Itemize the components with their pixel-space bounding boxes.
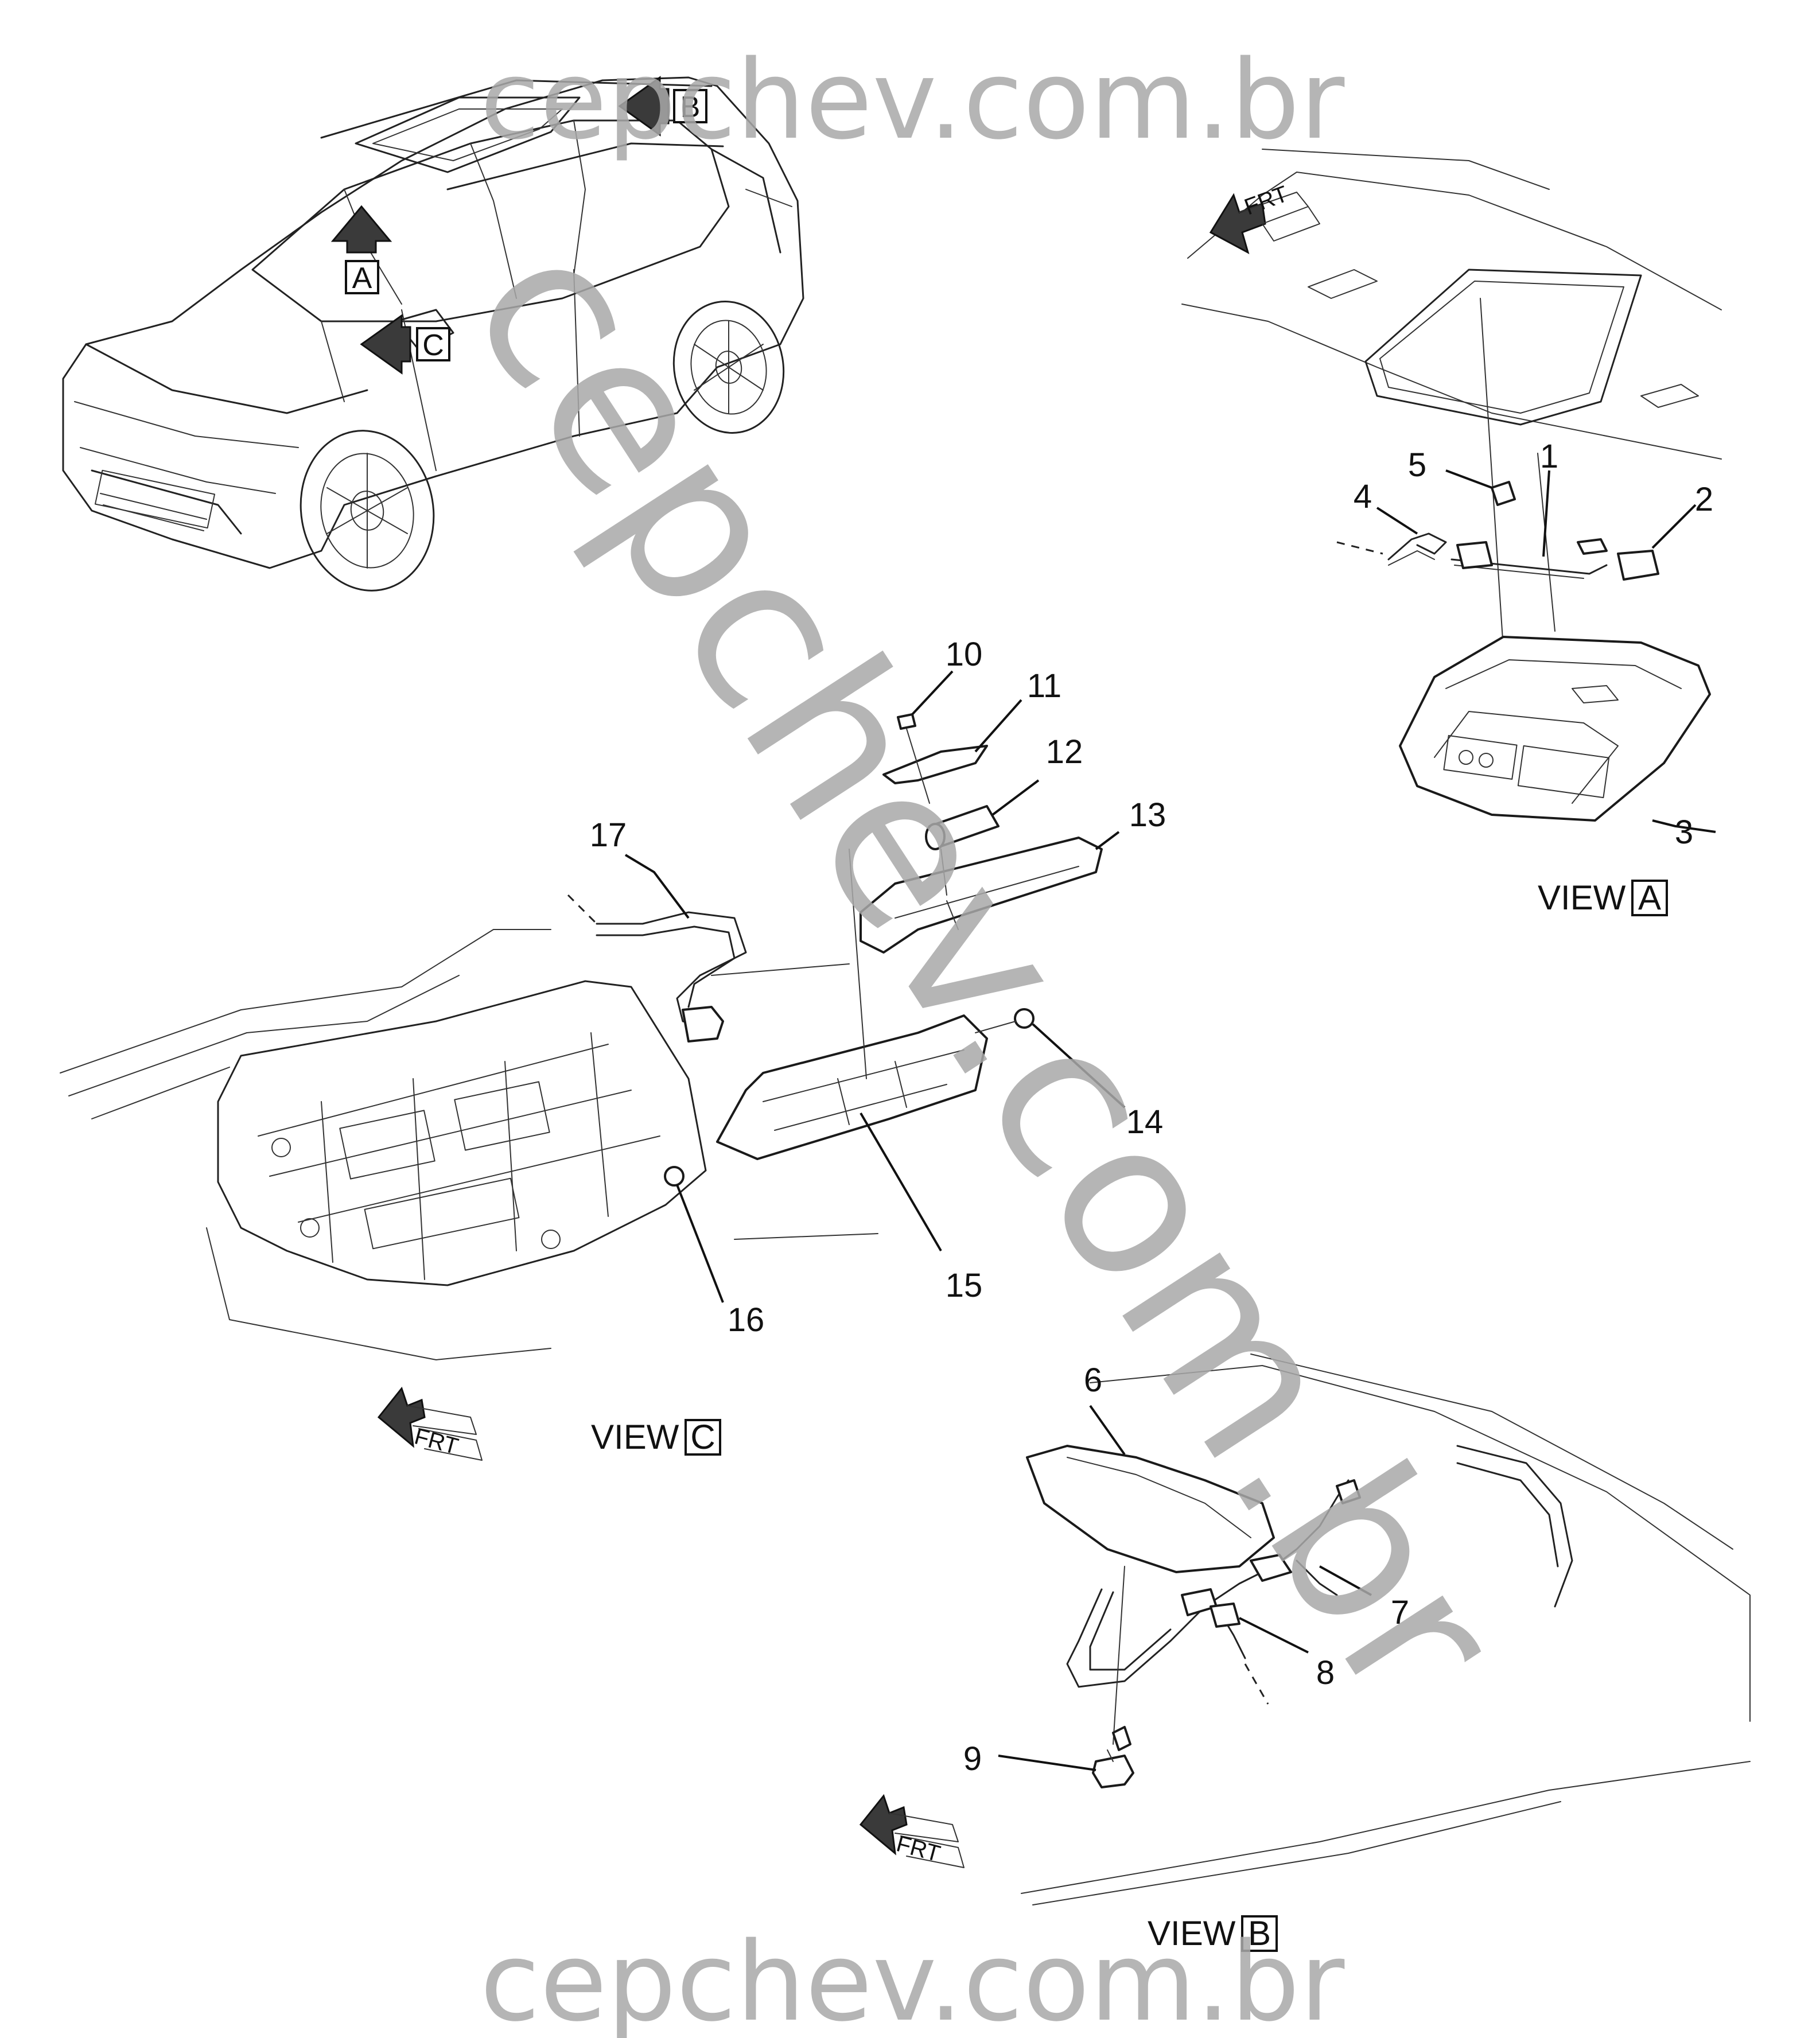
callout-17: 17 — [590, 816, 627, 854]
frt-label-view-c: FRT — [412, 1424, 461, 1459]
callout-8: 8 — [1316, 1654, 1335, 1691]
front-wheel — [300, 430, 435, 592]
callout-13: 13 — [1129, 796, 1166, 834]
watermark-diagonal: cepchev.com.br — [423, 197, 1548, 1745]
callout-9: 9 — [963, 1740, 982, 1778]
view-c-label: VIEW C — [591, 1418, 721, 1456]
callout-10: 10 — [946, 636, 983, 673]
rear-wheel — [672, 301, 785, 434]
callout-16: 16 — [728, 1301, 765, 1339]
watermark-bottom: cepchev.com.br — [480, 1919, 1345, 2038]
view-c-marker-letter: C — [422, 329, 444, 362]
view-c-arrow: C — [360, 314, 450, 375]
callout-1: 1 — [1540, 438, 1558, 475]
callout-6: 6 — [1084, 1362, 1102, 1399]
view-a-word: VIEW — [1538, 878, 1626, 917]
view-b-letter: B — [1248, 1914, 1271, 1953]
view-a-letter: A — [1638, 878, 1661, 917]
frt-label-view-b: FRT — [894, 1831, 943, 1866]
frt-arrow-view-c: FRT — [377, 1386, 483, 1461]
callout-5: 5 — [1408, 446, 1426, 484]
callouts: 1 2 3 4 5 6 7 8 9 10 11 12 13 14 15 16 1… — [590, 438, 1713, 1778]
view-a-panel: FRT — [1181, 149, 1722, 833]
view-b-arrow: B — [618, 76, 707, 137]
view-a-marker-letter: A — [352, 262, 372, 295]
view-b-word: VIEW — [1148, 1914, 1236, 1953]
callout-14: 14 — [1126, 1103, 1164, 1141]
callout-2: 2 — [1695, 481, 1713, 518]
callout-3: 3 — [1675, 814, 1693, 851]
frt-arrow-view-a: FRT — [1209, 181, 1320, 255]
watermark-top: cepchev.com.br — [480, 37, 1345, 164]
callout-11: 11 — [1027, 667, 1061, 705]
view-a-arrow: A — [330, 205, 392, 295]
view-c-panel: FRT — [60, 670, 1126, 1461]
frt-arrow-view-b: FRT — [859, 1794, 965, 1868]
view-b-label: VIEW B — [1148, 1914, 1278, 1953]
view-a-label: VIEW A — [1538, 878, 1668, 917]
callout-4: 4 — [1354, 478, 1372, 515]
view-c-letter: C — [690, 1418, 715, 1456]
frt-label-view-a: FRT — [1241, 181, 1291, 220]
view-c-word: VIEW — [591, 1418, 679, 1456]
callout-7: 7 — [1391, 1594, 1409, 1631]
callout-12: 12 — [1046, 733, 1083, 771]
view-b-marker-letter: B — [680, 91, 701, 124]
callout-15: 15 — [946, 1267, 983, 1304]
